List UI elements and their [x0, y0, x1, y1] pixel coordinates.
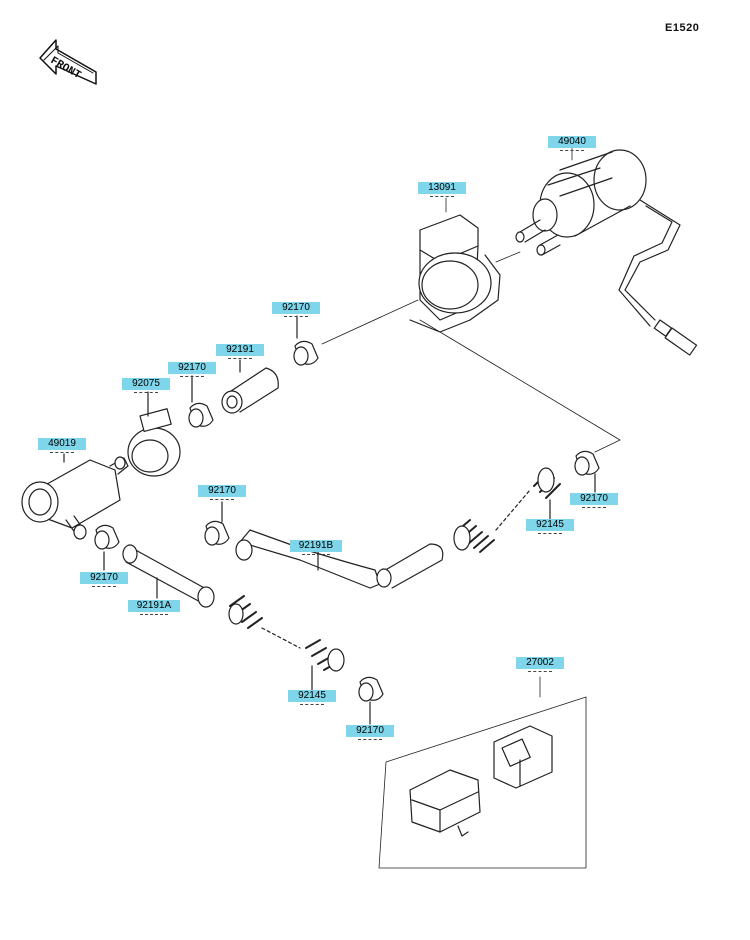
tag-92170-f[interactable]: 92170: [346, 725, 394, 737]
hose-92191a[interactable]: [122, 544, 215, 608]
tag-92191a-underline: [140, 614, 168, 615]
tag-92191b[interactable]: 92191B: [290, 540, 342, 552]
tag-27002-underline: [528, 671, 552, 672]
fuel-pump-49040[interactable]: [515, 149, 698, 356]
tag-49019[interactable]: 49019: [38, 438, 86, 450]
tag-92191-underline: [228, 358, 252, 359]
clamp-92170-b[interactable]: [188, 375, 214, 428]
tag-92191[interactable]: 92191: [216, 344, 264, 356]
diagram-code: E1520: [665, 22, 700, 34]
tag-92191a[interactable]: 92191A: [128, 600, 180, 612]
fuel-filter-49019[interactable]: [21, 453, 129, 540]
tag-92145-a-underline: [538, 533, 562, 534]
tag-92170-f-underline: [358, 739, 382, 740]
hose-92191b[interactable]: [235, 529, 444, 589]
tag-92170-c-underline: [92, 586, 116, 587]
clamp-92170-f[interactable]: [358, 676, 384, 725]
spring-92145-b[interactable]: [228, 595, 345, 691]
tag-92191b-underline: [302, 554, 330, 555]
tag-92170-d-underline: [210, 499, 234, 500]
tag-13091-underline: [430, 196, 454, 197]
clamp-92170-a[interactable]: [293, 315, 319, 366]
hose-92191[interactable]: [221, 359, 279, 414]
clamp-92170-d[interactable]: [204, 501, 230, 546]
tag-92145-b-underline: [300, 704, 324, 705]
tag-92170-a-underline: [284, 316, 308, 317]
tag-92170-d[interactable]: 92170: [198, 485, 246, 497]
pump-bracket-13091[interactable]: [409, 214, 501, 333]
tag-92075-underline: [134, 392, 158, 393]
clamp-92170-c[interactable]: [94, 524, 120, 571]
front-arrow-icon: FRONT: [39, 39, 97, 85]
tag-92170-c[interactable]: 92170: [80, 572, 128, 584]
spring-92145-a[interactable]: [453, 467, 561, 553]
clamp-92170-e[interactable]: [574, 450, 600, 493]
band-clamp-92075[interactable]: [127, 391, 181, 477]
tag-13091[interactable]: 13091: [418, 182, 466, 194]
tag-92170-b[interactable]: 92170: [168, 362, 216, 374]
tag-49019-underline: [50, 452, 74, 453]
tag-92170-a[interactable]: 92170: [272, 302, 320, 314]
tag-49040[interactable]: 49040: [548, 136, 596, 148]
connector-kit-27002[interactable]: [409, 725, 553, 837]
tag-92170-e-underline: [582, 507, 606, 508]
tag-27002[interactable]: 27002: [516, 657, 564, 669]
tag-49040-underline: [560, 150, 584, 151]
tag-92170-b-underline: [180, 376, 204, 377]
tag-92145-a[interactable]: 92145: [526, 519, 574, 531]
tag-92145-b[interactable]: 92145: [288, 690, 336, 702]
tag-92170-e[interactable]: 92170: [570, 493, 618, 505]
tag-92075[interactable]: 92075: [122, 378, 170, 390]
